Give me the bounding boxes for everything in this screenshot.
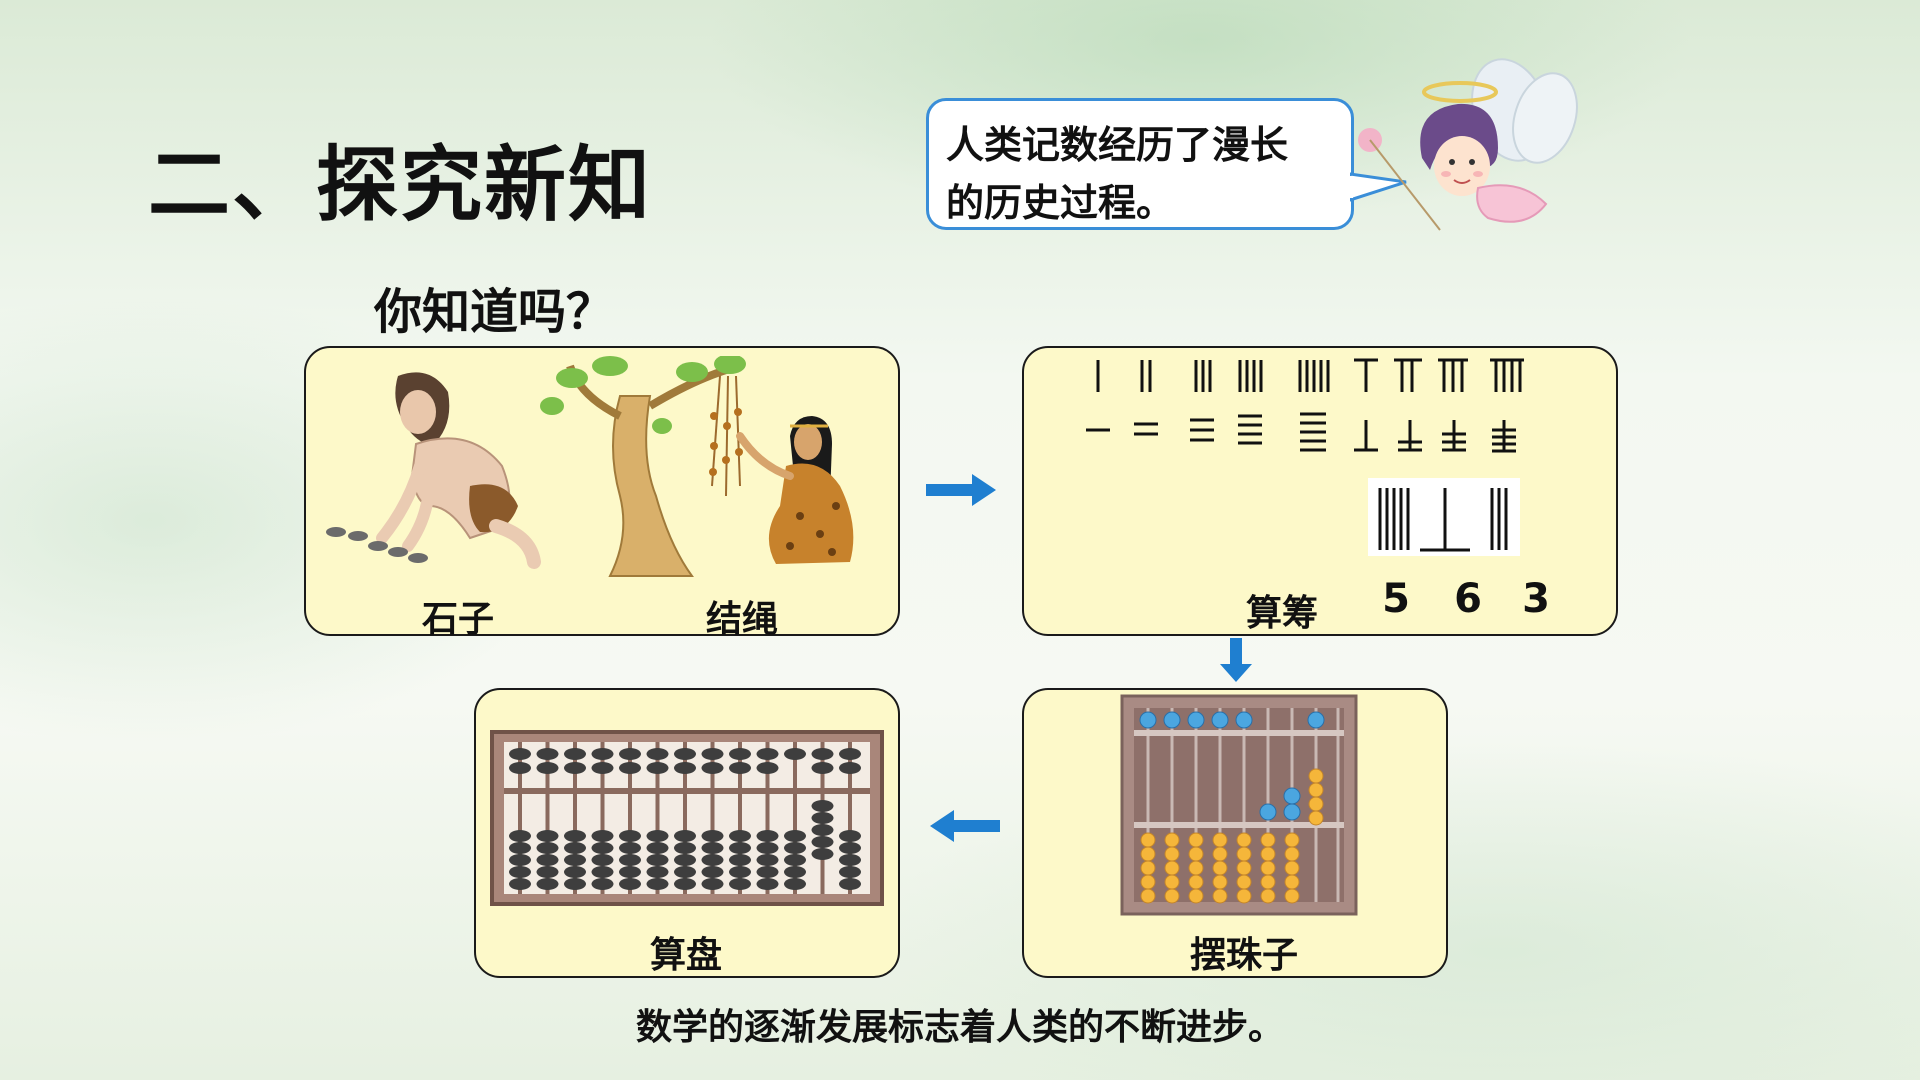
arrow-down-icon xyxy=(1220,638,1252,682)
label-counting-rods: 算筹 xyxy=(1245,593,1318,634)
stones-knots-illustration xyxy=(326,356,854,577)
angel-illustration xyxy=(1358,58,1578,231)
label-stones: 石子 xyxy=(421,599,494,640)
speech-bubble xyxy=(926,98,1354,230)
bead-counting-frame xyxy=(1120,694,1358,916)
conclusion-text: 数学的逐渐发展标志着人类的不断进步。 xyxy=(635,1007,1284,1048)
bubble-line-2: 的历史过程。 xyxy=(946,181,1175,225)
label-placing-beads: 摆珠子 xyxy=(1189,935,1298,976)
speech-bubble-text: 人类记数经历了漫长 的历史过程。 xyxy=(946,116,1346,232)
traditional-abacus xyxy=(490,730,884,906)
rods-example-digit-3: 3 xyxy=(1522,576,1550,622)
page-title: 二、探究新知 xyxy=(148,138,653,233)
label-knotted-cords: 结绳 xyxy=(705,599,778,640)
label-abacus: 算盘 xyxy=(649,935,722,976)
rods-example-digit-1: 5 xyxy=(1382,576,1410,622)
counting-rods-numerals xyxy=(1086,358,1524,556)
subtitle: 你知道吗？ xyxy=(374,284,615,340)
speech-bubble-tail xyxy=(1350,172,1407,202)
rods-example-digit-2: 6 xyxy=(1454,576,1482,622)
arrow-right-icon xyxy=(926,474,996,506)
arrow-left-icon xyxy=(930,810,1000,842)
bubble-line-1: 人类记数经历了漫长 xyxy=(946,123,1289,167)
